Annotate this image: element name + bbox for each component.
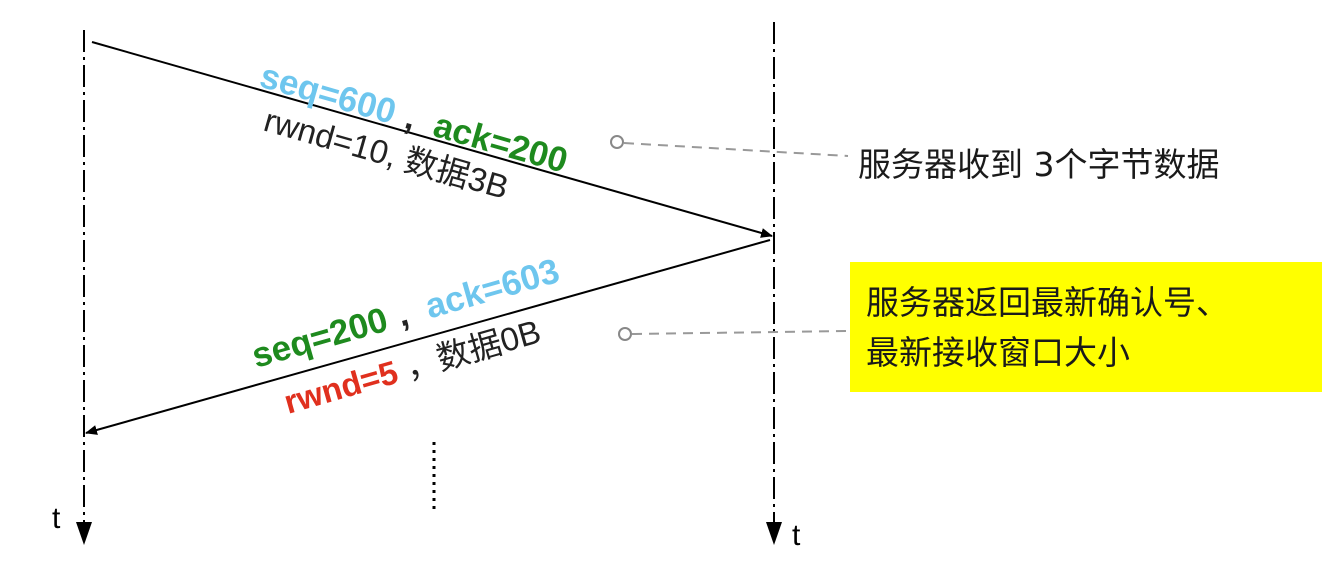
message1-arrow xyxy=(91,41,773,238)
note2-anchor xyxy=(618,327,632,341)
message2-ack: ack=603 xyxy=(421,251,564,326)
note2-leader xyxy=(631,330,849,335)
note1-leader xyxy=(623,142,849,157)
message2-arrow xyxy=(85,239,771,435)
client-timeline-arrow-icon xyxy=(76,522,92,545)
server-timeline-arrow-icon xyxy=(766,522,782,545)
note-server-reply-line1: 服务器返回最新确认号、 xyxy=(866,283,1229,322)
server-time-label: t xyxy=(792,519,801,552)
note-server-reply-line2: 最新接收窗口大小 xyxy=(866,333,1130,372)
message1-sep: , xyxy=(401,98,421,138)
note-server-received: 服务器收到 3个字节数据 xyxy=(858,145,1220,184)
client-time-label: t xyxy=(52,502,61,535)
message2-sep: , xyxy=(393,294,413,334)
note1-anchor xyxy=(610,135,624,149)
note-server-reply-highlight: 服务器返回最新确认号、 最新接收窗口大小 xyxy=(850,262,1322,392)
